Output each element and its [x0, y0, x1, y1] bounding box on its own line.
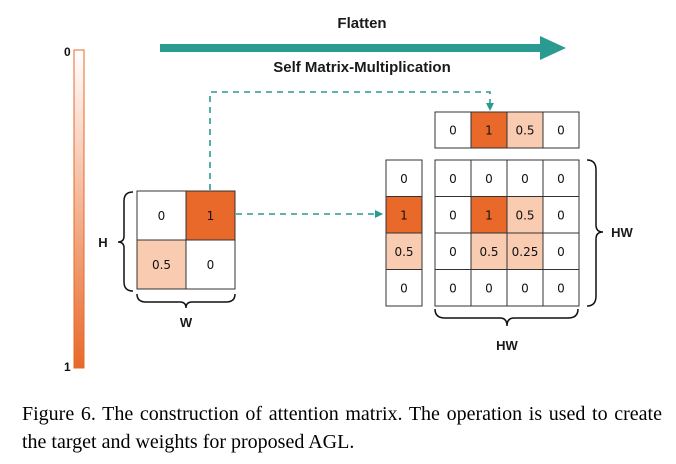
column-vector-cell-value: 0	[400, 281, 408, 295]
flatten-arrow-head	[540, 36, 566, 60]
column-vector-cell: 0.5	[385, 232, 423, 270]
attention-matrix-cell-value: 0	[485, 281, 493, 295]
attention-matrix-cell-fill	[542, 159, 580, 197]
input-matrix-cell-fill	[185, 190, 236, 241]
column-vector-cell-fill	[385, 232, 423, 270]
attention-matrix-cell-fill	[506, 232, 544, 270]
colorbar-top-label: 0	[64, 45, 71, 59]
column-vector-cell-value: 0	[400, 172, 408, 186]
attention-matrix-cell-value: 0	[449, 281, 457, 295]
attention-matrix-cell-fill	[434, 196, 472, 234]
attention-matrix-cell-value: 0	[521, 172, 529, 186]
w-label: W	[180, 315, 193, 330]
input-matrix-cell-value: 0	[158, 209, 166, 223]
row-vector-cell: 0	[434, 111, 472, 149]
self-matrix-multiplication-label: Self Matrix-Multiplication	[273, 59, 451, 76]
attention-matrix-cell: 0.5	[506, 196, 544, 234]
figure-caption: Figure 6. The construction of attention …	[22, 403, 662, 453]
row-vector-cell: 0.5	[506, 111, 544, 149]
attention-matrix-cell-fill	[470, 232, 508, 270]
attention-matrix-cell-fill	[542, 269, 580, 307]
row-vector-cell: 1	[470, 111, 508, 149]
flatten-arrow-shaft	[160, 44, 544, 52]
attention-matrix-cell-value: 0	[449, 208, 457, 222]
flatten-label: Flatten	[337, 15, 386, 32]
attention-matrix-cell: 0	[542, 232, 580, 270]
attention-matrix-cell-value: 0	[557, 172, 565, 186]
attention-matrix-cell-value: 0	[485, 172, 493, 186]
h-brace	[117, 191, 134, 292]
input-matrix-cell: 1	[185, 190, 236, 241]
attention-matrix-cell: 0	[434, 269, 472, 307]
row-vector-cell-value: 0	[449, 124, 457, 138]
hw-right-brace	[586, 159, 604, 307]
attention-matrix-cell-fill	[506, 159, 544, 197]
flattened-column-vector: 010.50	[385, 159, 423, 307]
flatten-arrow	[160, 36, 566, 60]
attention-matrix: 0 0 0 0 0 1 0.5 0 0 0.5 0.25 0 0 0 0 0	[434, 159, 580, 307]
attention-matrix-cell-fill	[470, 269, 508, 307]
attention-matrix-cell: 0	[542, 159, 580, 197]
row-vector-cell-value: 0	[557, 124, 565, 138]
attention-matrix-cell-fill	[542, 232, 580, 270]
attention-matrix-cell: 0.5	[470, 232, 508, 270]
attention-matrix-cell: 0	[470, 269, 508, 307]
column-vector-cell: 0	[385, 159, 423, 197]
attention-matrix-cell-value: 0	[449, 245, 457, 259]
attention-matrix-cell-value: 0.5	[515, 208, 534, 222]
attention-matrix-cell: 0.25	[506, 232, 544, 270]
attention-matrix-cell-fill	[506, 269, 544, 307]
attention-matrix-cell: 0	[434, 196, 472, 234]
attention-matrix-cell-value: 0.5	[479, 245, 498, 259]
colorbar: 0 1	[64, 45, 85, 374]
attention-matrix-cell-value: 1	[485, 208, 493, 222]
attention-matrix-cell-value: 0	[557, 245, 565, 259]
hw-right-label: HW	[611, 225, 633, 240]
attention-matrix-cell: 1	[470, 196, 508, 234]
attention-matrix-cell-fill	[542, 196, 580, 234]
row-vector-cell-value: 1	[485, 124, 493, 138]
row-vector-cell-fill	[542, 111, 580, 149]
hw-bottom-label: HW	[496, 338, 518, 353]
hw-bottom-brace	[434, 308, 579, 327]
colorbar-bottom-label: 1	[64, 360, 71, 374]
input-matrix-cell: 0	[136, 190, 187, 241]
input-matrix-cell: 0.5	[136, 239, 187, 290]
attention-matrix-cell: 0	[470, 159, 508, 197]
attention-matrix-cell: 0	[434, 159, 472, 197]
column-vector-cell-value: 1	[400, 208, 408, 222]
input-matrix-cell-value: 1	[207, 209, 215, 223]
h-label: H	[98, 235, 107, 250]
attention-matrix-cell: 0	[434, 232, 472, 270]
column-vector-cell: 1	[385, 196, 423, 234]
attention-matrix-cell-value: 0	[557, 281, 565, 295]
attention-matrix-cell-value: 0.25	[512, 245, 539, 259]
input-matrix-cell-value: 0	[207, 258, 215, 272]
attention-matrix-cell-value: 0	[449, 172, 457, 186]
column-vector-cell-value: 0.5	[394, 245, 413, 259]
row-vector-cell-fill	[506, 111, 544, 149]
column-vector-cell-fill	[385, 269, 423, 307]
colorbar-gradient	[73, 49, 85, 369]
attention-matrix-cell-value: 0	[521, 281, 529, 295]
attention-matrix-cell: 0	[506, 159, 544, 197]
attention-matrix-cell-value: 0	[557, 208, 565, 222]
row-vector-cell: 0	[542, 111, 580, 149]
input-matrix-cell-value: 0.5	[152, 258, 171, 272]
attention-matrix-cell: 0	[506, 269, 544, 307]
column-vector-cell-fill	[385, 159, 423, 197]
attention-matrix-cell: 0	[542, 196, 580, 234]
row-vector-cell-fill	[470, 111, 508, 149]
dashed-arrow-to-row-vector	[209, 91, 494, 190]
input-matrix-cell: 0	[185, 239, 236, 290]
row-vector-cell-value: 0.5	[515, 124, 534, 138]
w-brace	[136, 293, 236, 309]
column-vector-cell: 0	[385, 269, 423, 307]
attention-matrix-cell: 0	[542, 269, 580, 307]
row-vector-cell-fill	[434, 111, 472, 149]
input-matrix-cell-fill	[185, 239, 236, 290]
